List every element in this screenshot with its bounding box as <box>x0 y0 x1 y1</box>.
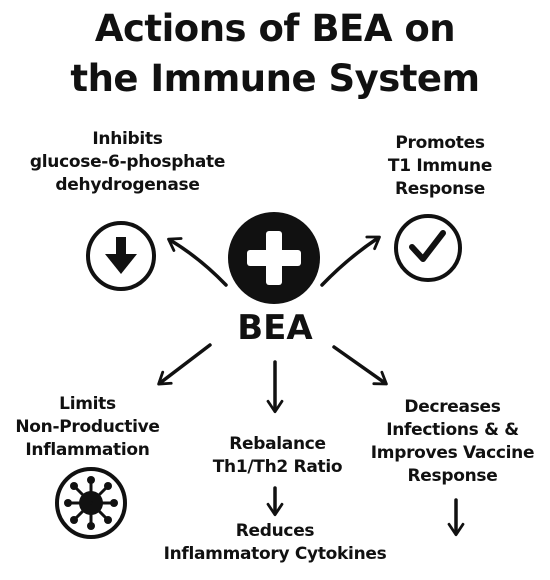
action-line: Improves Vaccine <box>370 443 535 463</box>
action-line: Decreases <box>404 397 501 417</box>
action-line: Reduces <box>235 521 315 541</box>
action-limits-inflammation: Limits Non-Productive Inflammation <box>0 393 175 462</box>
action-line: Response <box>395 179 485 199</box>
arrow-to-mid-right <box>332 345 388 386</box>
down-arrow-icon <box>86 221 156 291</box>
action-line: dehydrogenase <box>55 175 200 195</box>
virus-icon <box>55 467 127 539</box>
arrow-to-top-left <box>167 237 228 287</box>
action-line: glucose-6-phosphate <box>29 152 226 172</box>
page-title: Actions of BEA on the Immune System <box>0 4 550 104</box>
action-line: Inhibits <box>92 129 163 149</box>
action-line: Promotes <box>395 133 485 153</box>
arrow-to-mid-left <box>157 343 212 386</box>
action-line: Th1/Th2 Ratio <box>212 457 343 477</box>
action-line: Inflammatory Cytokines <box>163 544 387 564</box>
action-line: Non-Productive <box>15 417 160 437</box>
action-promotes-t1: Promotes T1 Immune Response <box>340 132 540 201</box>
checkmark-icon <box>394 214 462 282</box>
action-line: Limits <box>59 394 116 414</box>
action-decreases-infections: Decreases Infections & & Improves Vaccin… <box>355 396 550 488</box>
title-line-2: the Immune System <box>70 57 480 100</box>
center-plus-icon <box>228 212 320 304</box>
action-line: Inflammation <box>25 440 150 460</box>
center-label: BEA <box>237 308 313 348</box>
action-line: Rebalance <box>229 434 326 454</box>
action-line: Response <box>407 466 498 486</box>
action-rebalance-ratio: Rebalance Th1/Th2 Ratio <box>190 433 365 479</box>
action-reduces-cytokines: Reduces Inflammatory Cytokines <box>140 520 410 566</box>
action-line: T1 Immune <box>387 156 493 176</box>
title-line-1: Actions of BEA on <box>94 7 456 50</box>
action-line: Infections & & <box>386 420 519 440</box>
arrow-to-top-right <box>320 235 381 287</box>
action-inhibits-g6pd: Inhibits glucose-6-phosphate dehydrogena… <box>5 128 250 197</box>
